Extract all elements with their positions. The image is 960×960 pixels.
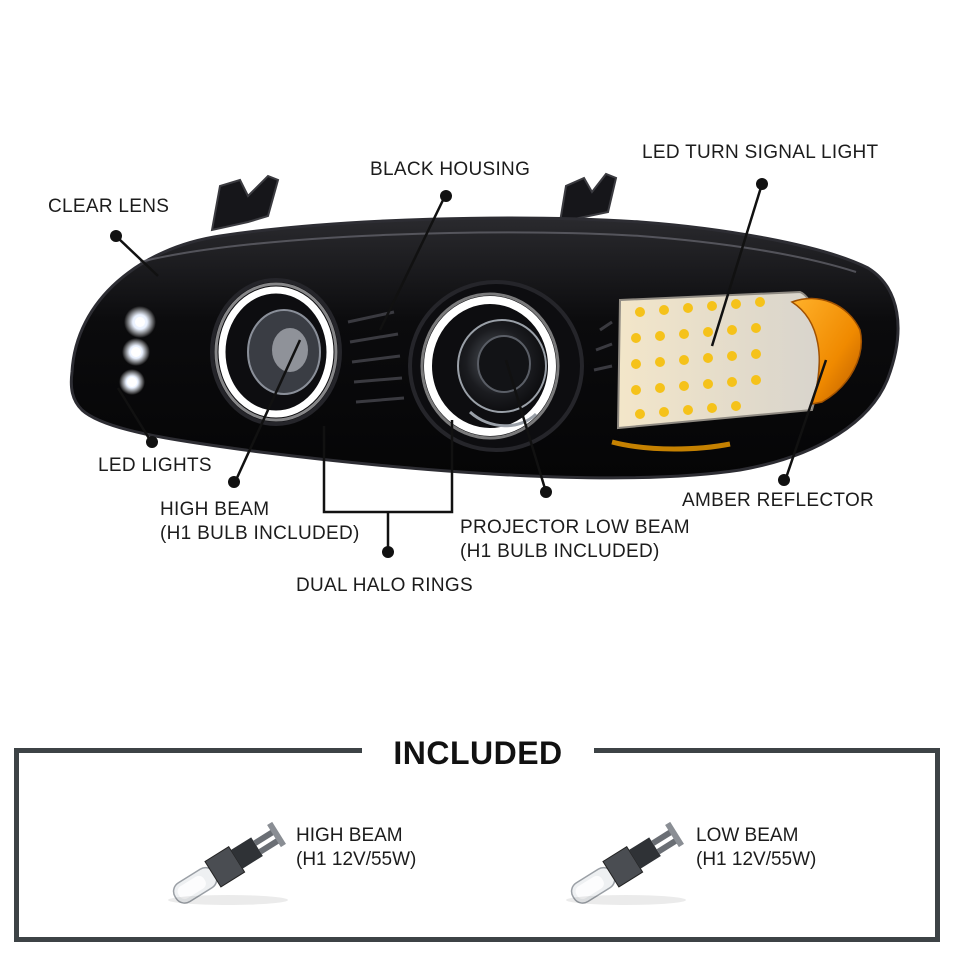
included-item-high-beam-line1: HIGH BEAM (296, 825, 403, 846)
included-item-high-beam: HIGH BEAM (H1 12V/55W) (296, 824, 416, 872)
included-item-high-beam-line2: (H1 12V/55W) (296, 849, 417, 870)
clear-lens-ridge (139, 231, 857, 273)
mounting-brackets (210, 172, 618, 232)
label-amber-reflector: AMBER REFLECTOR (682, 490, 875, 511)
included-item-low-beam: LOW BEAM (H1 12V/55W) (696, 824, 816, 872)
high-beam-halo (210, 278, 342, 426)
label-high-beam-line1: HIGH BEAM (160, 499, 270, 520)
included-title: INCLUDED (362, 728, 594, 778)
label-dual-halo-rings: DUAL HALO RINGS (296, 575, 473, 596)
led-lights-graphic (119, 306, 156, 395)
callout-lines (116, 183, 828, 552)
projector-low-beam-halo (408, 280, 584, 452)
led-turn-signal-graphic (611, 290, 821, 452)
included-item-low-beam-line1: LOW BEAM (696, 825, 799, 846)
label-projector-low-beam: PROJECTOR LOW BEAM (H1 BULB INCLUDED) (460, 516, 690, 564)
included-item-low-beam-line2: (H1 12V/55W) (696, 849, 817, 870)
label-high-beam-line2: (H1 BULB INCLUDED) (160, 523, 360, 544)
label-projector-low-beam-line1: PROJECTOR LOW BEAM (460, 517, 690, 538)
label-high-beam: HIGH BEAM (H1 BULB INCLUDED) (160, 498, 360, 546)
h1-bulb-icon (566, 821, 686, 905)
callout-dots (110, 178, 790, 558)
label-projector-low-beam-line2: (H1 BULB INCLUDED) (460, 541, 660, 562)
label-led-lights: LED LIGHTS (98, 455, 212, 476)
label-led-turn-signal: LED TURN SIGNAL LIGHT (642, 142, 879, 163)
label-clear-lens: CLEAR LENS (48, 196, 170, 217)
amber-reflector-graphic (790, 297, 862, 405)
h1-bulb-icon (168, 821, 288, 905)
housing-fins (347, 310, 613, 404)
label-black-housing: BLACK HOUSING (370, 159, 531, 180)
